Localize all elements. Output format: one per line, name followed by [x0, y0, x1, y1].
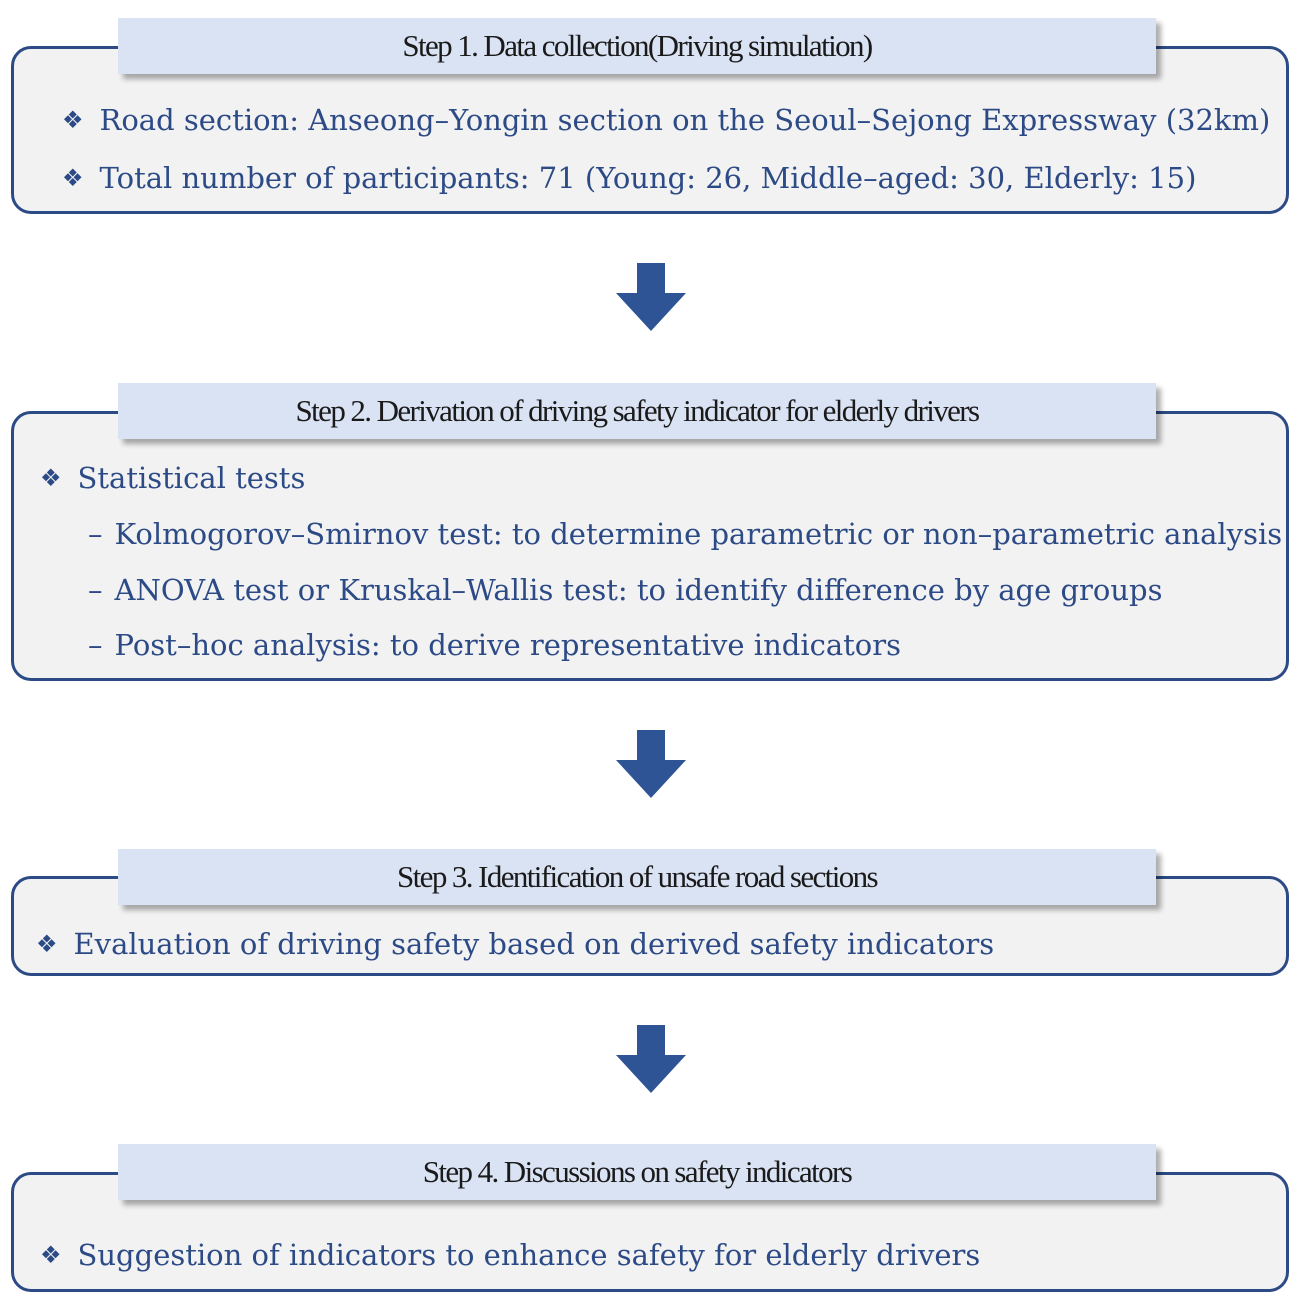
step-3-title: Step 3. Identification of unsafe road se…: [118, 849, 1156, 905]
dash-marker: –: [88, 628, 103, 662]
step-2-sub-item-1: – Kolmogorov–Smirnov test: to determine …: [88, 514, 1282, 554]
bullet-text: Total number of participants: 71 (Young:…: [99, 161, 1197, 195]
step-2-sub-item-3: – Post–hoc analysis: to derive represent…: [88, 625, 901, 665]
sub-item-text: Post–hoc analysis: to derive representat…: [114, 628, 901, 662]
step-4-title: Step 4. Discussions on safety indicators: [118, 1144, 1156, 1200]
step-2-sub-item-2: – ANOVA test or Kruskal–Wallis test: to …: [88, 570, 1163, 610]
bullet-text: Evaluation of driving safety based on de…: [73, 927, 995, 961]
down-arrow-icon: [616, 1025, 686, 1093]
dash-marker: –: [88, 517, 103, 551]
bullet-text: Suggestion of indicators to enhance safe…: [77, 1238, 981, 1272]
step-2-bullet-1: ❖ Statistical tests: [40, 458, 305, 498]
diamond-bullet-icon: ❖: [62, 164, 84, 192]
diamond-bullet-icon: ❖: [62, 106, 84, 134]
diamond-bullet-icon: ❖: [40, 464, 62, 492]
step-1-bullet-1: ❖ Road section: Anseong–Yongin section o…: [62, 100, 1270, 140]
diamond-bullet-icon: ❖: [40, 1241, 62, 1269]
down-arrow-icon: [616, 263, 686, 331]
bullet-text: Statistical tests: [77, 461, 306, 495]
step-1-title: Step 1. Data collection(Driving simulati…: [118, 18, 1156, 74]
step-4-bullet-1: ❖ Suggestion of indicators to enhance sa…: [40, 1235, 980, 1275]
step-3-bullet-1: ❖ Evaluation of driving safety based on …: [36, 924, 994, 964]
dash-marker: –: [88, 573, 103, 607]
sub-item-text: Kolmogorov–Smirnov test: to determine pa…: [114, 517, 1283, 551]
down-arrow-icon: [616, 730, 686, 798]
step-2-box: [11, 411, 1289, 681]
step-1-bullet-2: ❖ Total number of participants: 71 (Youn…: [62, 158, 1196, 198]
diamond-bullet-icon: ❖: [36, 930, 58, 958]
step-2-title: Step 2. Derivation of driving safety ind…: [118, 383, 1156, 439]
bullet-text: Road section: Anseong–Yongin section on …: [99, 103, 1271, 137]
sub-item-text: ANOVA test or Kruskal–Wallis test: to id…: [114, 573, 1163, 607]
